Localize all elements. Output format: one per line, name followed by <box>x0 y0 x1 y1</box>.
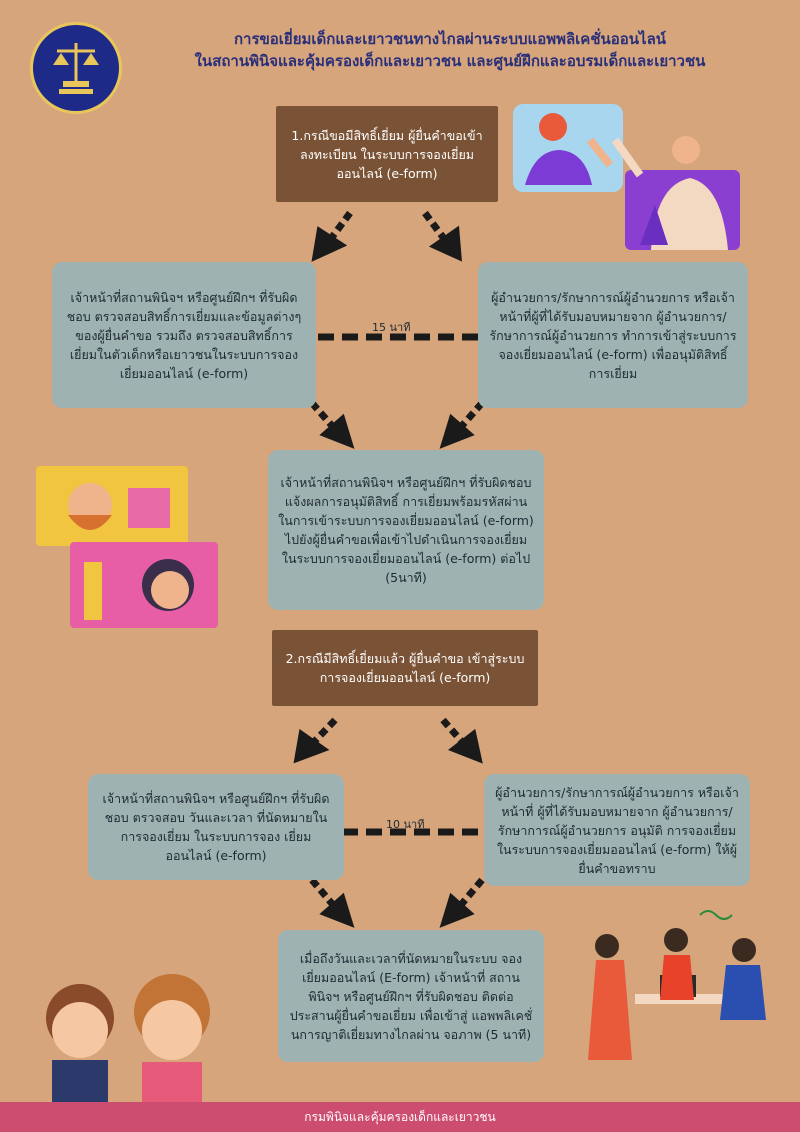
footer-bar: กรมพินิจและคุ้มครองเด็กและเยาวชน <box>0 1102 800 1132</box>
flow1-officer-check-box: เจ้าหน้าที่สถานพินิจฯ หรือศูนย์ฝึกฯ ที่ร… <box>52 262 316 408</box>
flow2-time-label: 10 นาที <box>386 818 425 831</box>
arrows-flow-2 <box>293 717 485 928</box>
flow2-director-approve-box: ผู้อำนวยการ/รักษาการณ์ผู้อำนวยการ หรือเจ… <box>484 774 750 886</box>
meeting-illustration <box>588 910 766 1060</box>
high-five-illustration <box>513 104 740 250</box>
title-line-1: การขอเยี่ยมเด็กและเยาวชนทางไกลผ่านระบบแอ… <box>233 30 667 48</box>
flow1-time-label: 15 นาที <box>372 321 411 334</box>
flow1-result-box: เจ้าหน้าที่สถานพินิจฯ หรือศูนย์ฝึกฯ ที่ร… <box>268 450 544 610</box>
flow1-start-box: 1.กรณีขอมีสิทธิ์เยี่ยม ผู้ยื่นคำขอเข้าลง… <box>276 106 498 202</box>
department-seal <box>30 22 122 114</box>
flow2-officer-check-box: เจ้าหน้าที่สถานพินิจฯ หรือศูนย์ฝึกฯ ที่ร… <box>88 774 344 880</box>
children-illustration <box>46 974 210 1102</box>
page-title: การขอเยี่ยมเด็กและเยาวชนทางไกลผ่านระบบแอ… <box>120 28 780 72</box>
title-line-2: ในสถานพินิจและคุ้มครองเด็กและเยาวชน และศ… <box>194 52 706 70</box>
flow2-result-box: เมื่อถึงวันและเวลาที่นัดหมายในระบบ จองเย… <box>278 930 544 1062</box>
flow1-director-approve-box: ผู้อำนวยการ/รักษาการณ์ผู้อำนวยการ หรือเจ… <box>478 262 748 408</box>
scales-of-justice-icon <box>53 43 99 94</box>
arrows-flow-1 <box>309 210 485 449</box>
video-call-illustration <box>36 466 218 628</box>
flow2-start-box: 2.กรณีมีสิทธิ์เยี่ยมแล้ว ผู้ยื่นคำขอ เข้… <box>272 630 538 706</box>
